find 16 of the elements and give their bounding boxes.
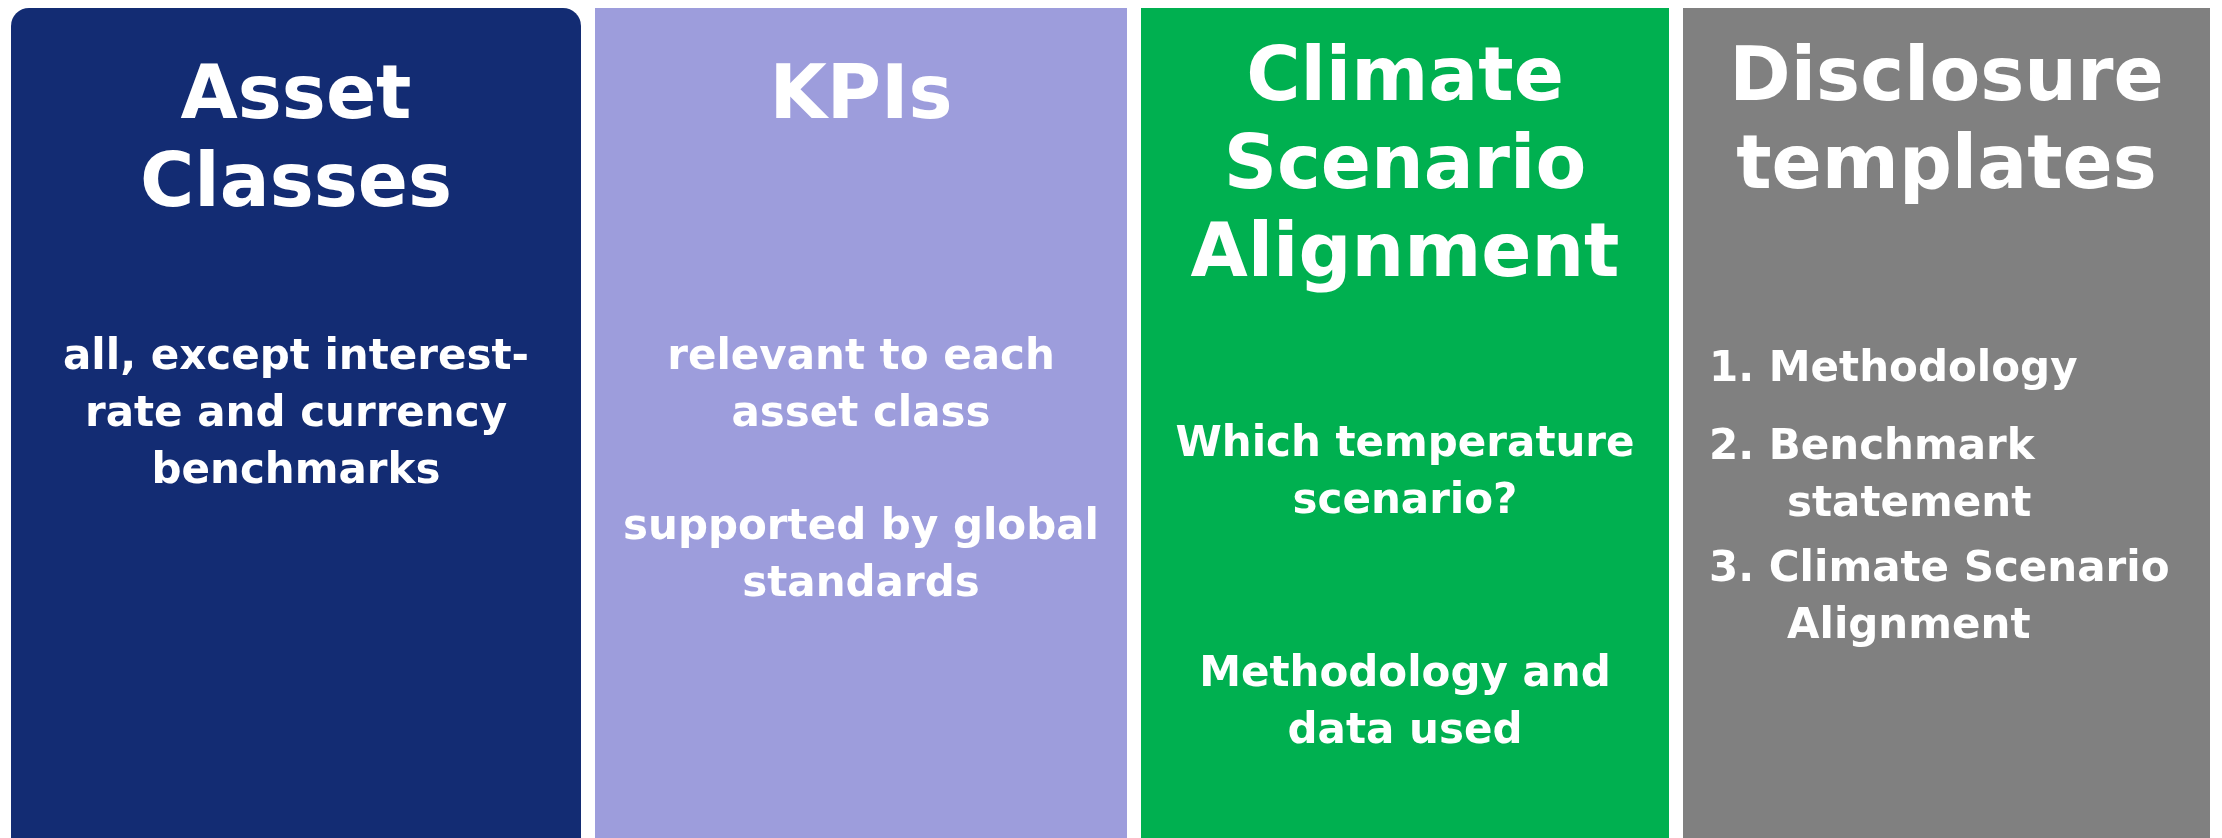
- column-panel: [11, 8, 581, 838]
- list-item: 2. Benchmark statement: [1709, 419, 2036, 528]
- list-item: 1. Methodology: [1709, 341, 2079, 393]
- column-heading: KPIs: [768, 48, 954, 136]
- column-heading: Asset Classes: [139, 48, 453, 224]
- column-panel: [595, 8, 1127, 838]
- column-text: relevant to each asset class: [666, 329, 1056, 438]
- column-text: Methodology and data used: [1198, 646, 1612, 755]
- column-text: all, except interest-rate and currency benchmarks: [62, 329, 530, 495]
- list-item: 3. Climate Scenario Alignment: [1709, 541, 2171, 650]
- column-heading: Disclosure templates: [1728, 30, 2165, 206]
- column-panel: [1683, 8, 2210, 838]
- column-text: Which temperature scenario?: [1174, 416, 1636, 525]
- column-panel: [1141, 8, 1669, 838]
- column-text: supported by global standards: [622, 499, 1100, 608]
- column-heading: Climate Scenario Alignment: [1189, 30, 1621, 294]
